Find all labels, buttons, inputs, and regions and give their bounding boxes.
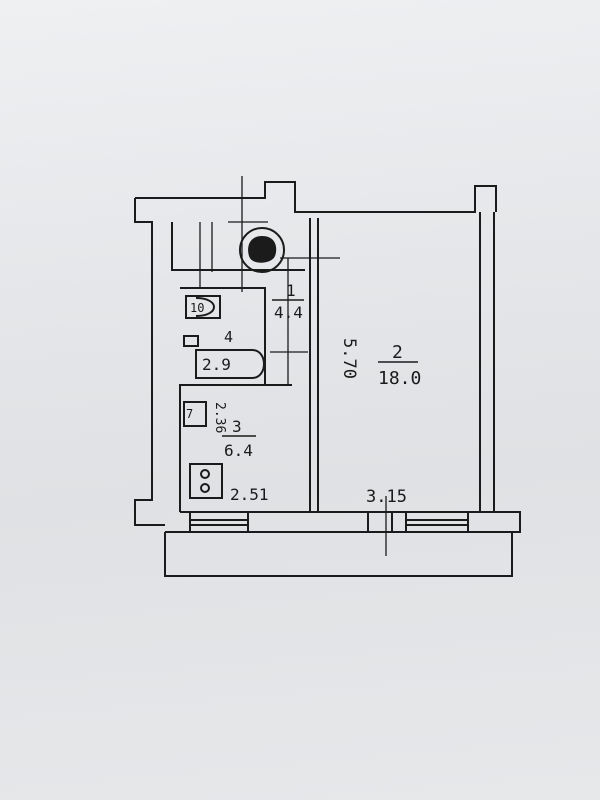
kitchen-side-dimension: 2.36: [212, 402, 227, 433]
inner-wall-corridor: [171, 222, 305, 271]
room-4-area: 2.9: [202, 355, 231, 374]
room-2-number: 2: [392, 342, 403, 363]
toilet-fixture: [185, 295, 221, 319]
window-room-left: [367, 511, 393, 533]
construction-line-vertical: [199, 176, 387, 556]
window-room-pane: [406, 519, 468, 526]
vent-shaft-circle: [239, 227, 285, 273]
toilet-label: 10: [190, 301, 204, 315]
burner-top: [200, 469, 210, 479]
room-3-number: 3: [232, 417, 242, 436]
inner-wall-room-divider: [309, 218, 319, 512]
outer-wall-right: [479, 212, 495, 512]
kitchen-width-dimension: 2.51: [230, 485, 269, 504]
outer-wall-left: [134, 198, 165, 526]
room-4-number: 4: [224, 328, 233, 346]
room-1-number: 1: [286, 281, 296, 300]
outer-wall-bottom: [165, 511, 521, 533]
window-kitchen-pane: [190, 519, 248, 526]
room-1-area: 4.4: [274, 303, 303, 322]
balcony: [164, 532, 513, 577]
room-depth-dimension: 5.70: [339, 338, 359, 379]
sink-fixture: [183, 335, 199, 347]
room-2-area: 18.0: [378, 368, 421, 389]
window-kitchen: [189, 511, 249, 533]
stove-fixture: [183, 401, 207, 427]
window-room-right: [405, 511, 469, 533]
room-width-dimension: 3.15: [366, 487, 407, 507]
vent-shaft-icon: [248, 236, 277, 263]
bathtub-fixture: [195, 349, 265, 379]
kitchen-counter-fixture: [189, 463, 223, 499]
room-3-area: 6.4: [224, 441, 253, 460]
construction-line-horizontal: [228, 221, 340, 353]
outer-wall-top: [135, 181, 497, 213]
toilet-bowl: [195, 297, 215, 317]
burner-bottom: [200, 483, 210, 493]
stove-label: 7: [186, 407, 193, 421]
